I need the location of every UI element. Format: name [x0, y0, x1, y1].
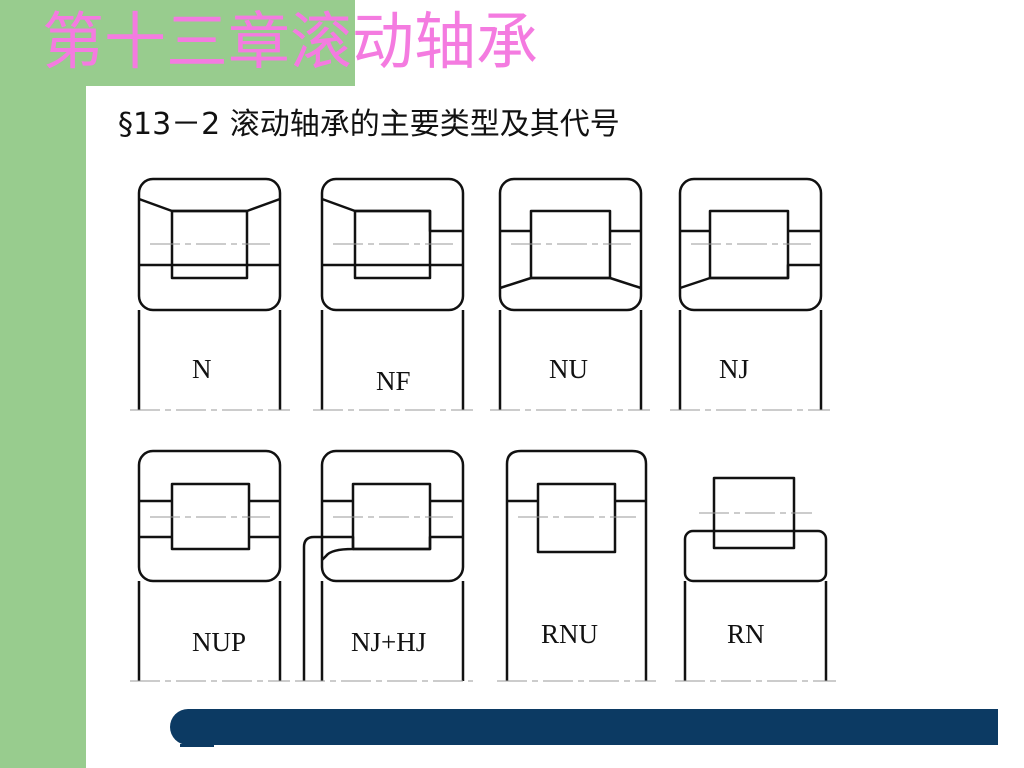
left-green-panel	[0, 0, 86, 768]
inner-race	[499, 276, 642, 290]
label-NJ-HJ: NJ+HJ	[351, 627, 426, 657]
bore-lines	[137, 581, 282, 681]
bearing-RNU	[505, 449, 648, 681]
label-RN: RN	[727, 619, 765, 649]
label-NJ: NJ	[719, 354, 749, 384]
outer-race	[138, 197, 281, 213]
label-NU: NU	[549, 354, 588, 384]
bearing-NF	[320, 177, 465, 410]
bearing-RN	[683, 476, 828, 681]
bearing-NJ	[678, 177, 823, 410]
footer-bar-notch	[180, 744, 214, 747]
outer-ring	[320, 449, 465, 583]
inner-race	[679, 263, 821, 290]
bore-lines	[678, 310, 823, 410]
inner-race	[353, 535, 463, 551]
bore-lines	[302, 581, 465, 681]
roller	[536, 482, 617, 554]
center-lines	[130, 243, 836, 682]
bearing-NU	[498, 177, 643, 410]
slide-title: 第十三章滚动轴承	[42, 5, 539, 78]
section-subtitle: §13－2 滚动轴承的主要类型及其代号	[118, 107, 620, 142]
bore-lines	[498, 310, 643, 410]
label-RNU: RNU	[541, 619, 598, 649]
outer-ring	[320, 177, 465, 312]
bore-lines	[320, 310, 465, 410]
outer-ring	[137, 449, 282, 583]
bearing-NJ-HJ	[302, 449, 465, 681]
footer-bar	[170, 709, 998, 745]
label-NUP: NUP	[192, 627, 246, 657]
bore-lines	[137, 310, 282, 410]
outer-ring	[678, 177, 823, 312]
label-NF: NF	[376, 366, 411, 396]
top-green-panel	[0, 0, 355, 86]
thrust-collar	[302, 535, 355, 581]
outer-ring	[505, 449, 648, 681]
outer-ring	[498, 177, 643, 312]
label-N: N	[192, 354, 212, 384]
outer-race	[321, 197, 463, 233]
inner-ring	[683, 581, 828, 681]
outer-ring	[137, 177, 282, 312]
inner-ring-rect	[683, 529, 828, 583]
bearing-N	[137, 177, 282, 410]
